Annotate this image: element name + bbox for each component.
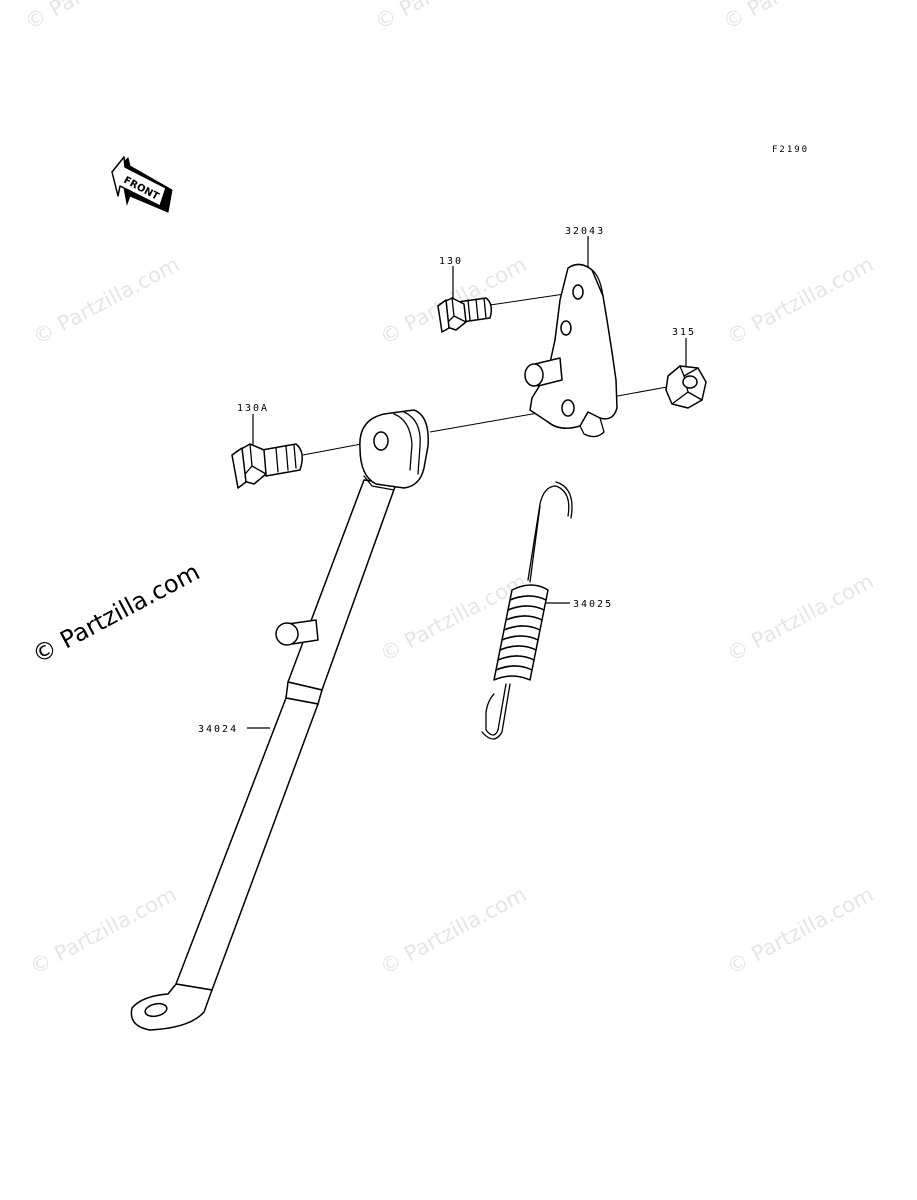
bolt-130 [437,297,493,333]
watermark: © Partzilla.com [723,882,877,979]
bracket-32043 [524,263,618,438]
watermark: © Partzilla.com [29,252,183,349]
watermark-prominent: © Partzilla.com [28,558,205,670]
front-arrow-icon: FRONT [111,156,173,213]
watermark: © Partzilla.com [723,569,877,666]
part-label-32043: 32043 [565,226,605,237]
figure-code: F2190 [772,145,809,155]
watermark: © Partzilla.com [376,882,530,979]
part-label-130a: 130A [237,403,269,414]
watermark: © Partzilla.com [21,0,175,34]
spring-coils [493,584,549,681]
part-label-315: 315 [672,327,696,338]
nut-315 [665,365,707,409]
leader-lines [247,236,687,729]
part-label-130: 130 [439,256,463,267]
part-labels: 32043 130 315 130A 34025 34024 [198,226,696,735]
side-stand-34024 [130,409,429,1031]
watermark: © Partzilla.com [723,252,877,349]
watermark: © Partzilla.com [371,0,525,34]
part-label-34025: 34025 [573,599,613,610]
bolt-130a [231,443,303,489]
spring-34025 [481,481,573,740]
part-label-34024: 34024 [198,724,238,735]
watermark-layer: © Partzilla.com © Partzilla.com © Partzi… [21,0,877,979]
watermark: © Partzilla.com [719,0,873,34]
watermark: © Partzilla.com [26,882,180,979]
